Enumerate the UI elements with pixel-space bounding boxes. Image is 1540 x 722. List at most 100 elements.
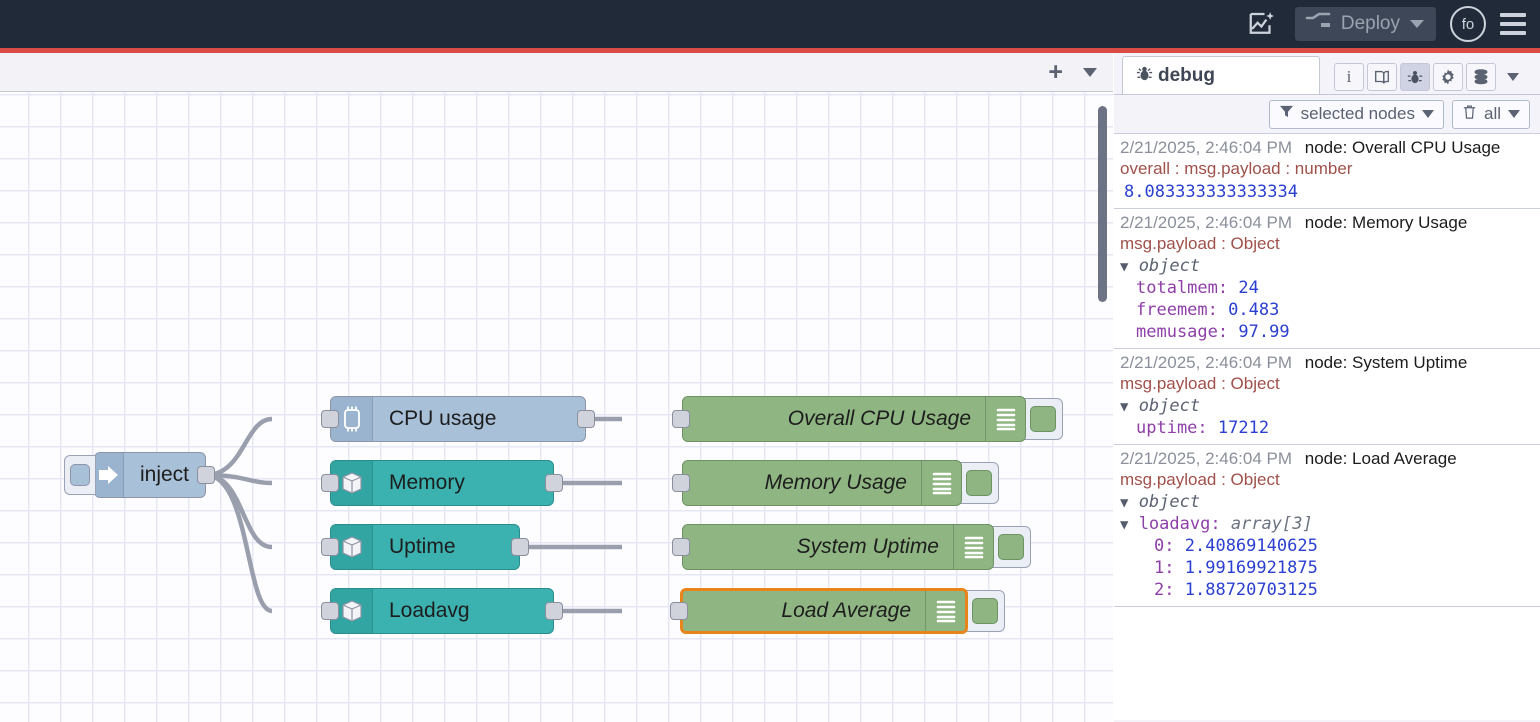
flow-node-debug-memory-usage[interactable]: Memory Usage (672, 460, 999, 506)
node-body[interactable]: System Uptime (682, 524, 994, 570)
chevron-down-icon[interactable] (1507, 73, 1519, 81)
tab-label: debug (1158, 64, 1215, 86)
debug-lines-icon (921, 461, 961, 505)
object-root-row[interactable]: ▼ object (1120, 394, 1534, 416)
book-icon[interactable] (1367, 63, 1397, 91)
hamburger-menu-icon[interactable] (1500, 13, 1526, 35)
debug-message-header: 2/21/2025, 2:46:04 PM node: Overall CPU … (1120, 138, 1534, 158)
bug-icon[interactable] (1400, 63, 1430, 91)
debug-message[interactable]: 2/21/2025, 2:46:04 PM node: Memory Usage… (1114, 209, 1540, 349)
chevron-down-icon[interactable] (1083, 67, 1097, 77)
object-property-row: totalmem: 24 (1136, 278, 1259, 298)
input-port[interactable] (321, 474, 339, 492)
array-item-row: 2: 1.88720703125 (1154, 580, 1318, 600)
property-key: freemem (1136, 300, 1208, 320)
debug-topic: msg.payload : Object (1120, 470, 1280, 489)
input-port[interactable] (672, 538, 690, 556)
debug-message-header: 2/21/2025, 2:46:04 PM node: Memory Usage (1120, 213, 1534, 233)
input-port[interactable] (321, 538, 339, 556)
debug-message[interactable]: 2/21/2025, 2:46:04 PM node: System Uptim… (1114, 349, 1540, 445)
info-icon[interactable]: i (1334, 63, 1364, 91)
deploy-button[interactable]: Deploy (1294, 7, 1436, 41)
inject-trigger-button[interactable] (64, 455, 96, 495)
flow-sparkle-icon[interactable] (1243, 7, 1281, 41)
node-label: Loadavg (389, 599, 470, 622)
plus-icon[interactable]: + (1048, 57, 1063, 86)
property-value: 97.99 (1238, 322, 1290, 342)
debug-enable-toggle[interactable] (959, 462, 999, 504)
gear-icon[interactable] (1433, 63, 1463, 91)
tab-debug[interactable]: debug (1122, 56, 1320, 94)
debug-filter-bar: selected nodes all (1114, 95, 1540, 134)
property-value: 0.483 (1228, 300, 1280, 320)
debug-enable-toggle[interactable] (965, 590, 1005, 632)
input-port[interactable] (672, 474, 690, 492)
input-port[interactable] (672, 410, 690, 428)
input-port[interactable] (321, 602, 339, 620)
avatar[interactable]: fo (1450, 6, 1486, 42)
flow-node-uptime[interactable]: Uptime (321, 524, 529, 570)
property-value: 24 (1238, 278, 1259, 298)
sidebar-tabbar: debug i (1114, 53, 1540, 95)
funnel-icon (1279, 104, 1294, 124)
node-body[interactable]: Overall CPU Usage (682, 396, 1026, 442)
debug-message-header: 2/21/2025, 2:46:04 PM node: System Uptim… (1120, 353, 1534, 373)
canvas-vertical-scrollbar[interactable] (1098, 106, 1107, 302)
filter-label: selected nodes (1300, 104, 1415, 123)
property-value: 17212 (1217, 418, 1270, 438)
node-body[interactable]: Memory Usage (682, 460, 962, 506)
flow-node-debug-load-average[interactable]: Load Average (670, 588, 1005, 634)
collapse-toggle-icon[interactable]: ▼ (1120, 495, 1129, 511)
collapse-toggle-icon[interactable]: ▼ (1120, 259, 1129, 275)
collapse-toggle-icon[interactable]: ▼ (1120, 517, 1129, 533)
node-body[interactable]: inject (94, 452, 215, 498)
property-key: uptime (1136, 418, 1198, 438)
flow-node-debug-overall-cpu-usage[interactable]: Overall CPU Usage (672, 396, 1063, 442)
flow-node-memory[interactable]: Memory (321, 460, 563, 506)
node-body[interactable]: CPU usage (321, 396, 595, 442)
filter-selected-nodes-button[interactable]: selected nodes (1268, 99, 1444, 129)
debug-enable-toggle[interactable] (1023, 398, 1063, 440)
database-icon[interactable] (1466, 63, 1496, 91)
node-body[interactable]: Loadavg (321, 588, 563, 634)
chevron-down-icon[interactable] (1410, 20, 1424, 28)
flow-canvas[interactable]: inject CPU usage (0, 92, 1113, 722)
debug-lines-icon (985, 397, 1025, 441)
input-port[interactable] (321, 410, 339, 428)
output-port[interactable] (577, 410, 595, 428)
debug-enable-toggle[interactable] (991, 526, 1031, 568)
output-port[interactable] (197, 466, 215, 484)
object-root-row[interactable]: ▼ object (1120, 490, 1534, 512)
input-port[interactable] (670, 602, 688, 620)
debug-message[interactable]: 2/21/2025, 2:46:04 PM node: Load Average… (1114, 445, 1540, 607)
property-key: totalmem (1136, 278, 1218, 298)
node-label: CPU usage (389, 407, 497, 430)
output-port[interactable] (511, 538, 529, 556)
array-root-row[interactable]: ▼ loadavg: array[3] (1120, 514, 1313, 534)
header-accent-stripe (0, 48, 1540, 53)
node-body[interactable]: Memory (321, 460, 563, 506)
timestamp: 2/21/2025, 2:46:04 PM (1120, 138, 1293, 157)
clear-label: all (1483, 104, 1501, 123)
object-root-row[interactable]: ▼ object (1120, 254, 1534, 276)
debug-message-list[interactable]: 2/21/2025, 2:46:04 PM node: Overall CPU … (1114, 134, 1540, 720)
output-port[interactable] (545, 474, 563, 492)
collapse-toggle-icon[interactable]: ▼ (1120, 399, 1129, 415)
clear-messages-button[interactable]: all (1451, 99, 1530, 129)
output-port[interactable] (545, 602, 563, 620)
flow-node-cpu-usage[interactable]: CPU usage (321, 396, 595, 442)
flow-node-inject[interactable]: inject (64, 452, 215, 498)
flow-node-debug-system-uptime[interactable]: System Uptime (672, 524, 1031, 570)
node-label: Load Average (781, 599, 911, 622)
flow-node-loadavg[interactable]: Loadavg (321, 588, 563, 634)
node-body[interactable]: Load Average (680, 588, 968, 634)
timestamp: 2/21/2025, 2:46:04 PM (1120, 449, 1293, 468)
app-header: Deploy fo (0, 0, 1540, 48)
sidebar-tool-buttons: i (1334, 63, 1519, 94)
node-body[interactable]: Uptime (321, 524, 529, 570)
chevron-down-icon[interactable] (1508, 110, 1520, 118)
object-property-row: uptime: 17212 (1136, 418, 1270, 438)
chevron-down-icon[interactable] (1421, 110, 1434, 118)
debug-message[interactable]: 2/21/2025, 2:46:04 PM node: Overall CPU … (1114, 134, 1540, 209)
timestamp: 2/21/2025, 2:46:04 PM (1120, 213, 1293, 232)
